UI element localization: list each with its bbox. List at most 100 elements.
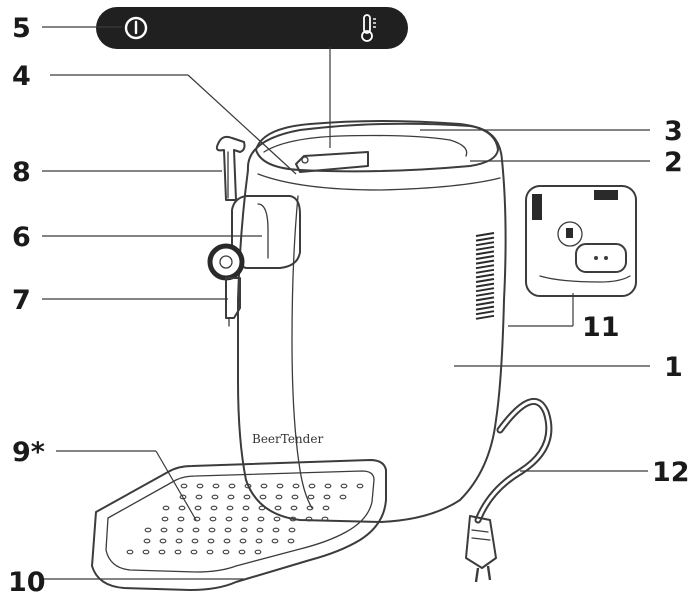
- drip-hole: [276, 495, 282, 499]
- vent-slot: [476, 274, 494, 277]
- drip-hole: [324, 495, 330, 499]
- drip-hole: [159, 550, 165, 554]
- drip-hole: [195, 506, 201, 510]
- vent-slot: [476, 307, 494, 310]
- drip-tray-holes: [127, 484, 363, 554]
- vent-slot: [476, 251, 494, 254]
- drip-hole: [178, 517, 184, 521]
- drip-hole: [192, 539, 198, 543]
- drip-tray: [92, 460, 386, 590]
- drip-hole: [289, 528, 295, 532]
- vent-slot: [476, 288, 494, 291]
- drip-hole: [213, 484, 219, 488]
- callout-10: 10: [8, 567, 46, 598]
- vent-slot: [476, 297, 494, 300]
- drip-hole: [208, 539, 214, 543]
- vent-slot: [476, 238, 494, 241]
- drip-hole: [242, 517, 248, 521]
- callout-8: 8: [12, 157, 31, 188]
- drip-hole: [227, 506, 233, 510]
- callout-3: 3: [664, 116, 683, 147]
- drip-hole: [226, 517, 232, 521]
- drip-hole: [175, 550, 181, 554]
- drip-hole: [161, 528, 167, 532]
- callout-2: 2: [664, 147, 683, 178]
- vent-slot: [476, 233, 494, 236]
- drip-hole: [177, 528, 183, 532]
- drip-hole: [197, 484, 203, 488]
- vent-slot: [476, 311, 494, 314]
- callout-9: 9*: [12, 437, 45, 468]
- drip-hole: [340, 495, 346, 499]
- drip-hole: [212, 495, 218, 499]
- drip-hole: [325, 484, 331, 488]
- drip-hole: [144, 539, 150, 543]
- drip-hole: [225, 528, 231, 532]
- callout-12: 12: [652, 457, 690, 488]
- drip-hole: [179, 506, 185, 510]
- drip-hole: [243, 506, 249, 510]
- drip-hole: [277, 484, 283, 488]
- vent-slot: [476, 279, 494, 282]
- drip-hole: [323, 506, 329, 510]
- callout-4: 4: [12, 61, 31, 92]
- drip-hole: [240, 539, 246, 543]
- drip-hole: [162, 517, 168, 521]
- drip-hole: [207, 550, 213, 554]
- rear-connection-inset: [526, 186, 636, 296]
- drip-hole: [357, 484, 363, 488]
- drip-hole: [308, 495, 314, 499]
- power-plug: [466, 516, 496, 582]
- vent-slot: [476, 270, 494, 273]
- drip-hole: [274, 517, 280, 521]
- drip-hole: [191, 550, 197, 554]
- drip-hole: [241, 528, 247, 532]
- drip-hole: [209, 528, 215, 532]
- drip-hole: [255, 550, 261, 554]
- drip-hole: [291, 506, 297, 510]
- lid-handle: [296, 152, 368, 172]
- drip-hole: [181, 484, 187, 488]
- drip-hole: [309, 484, 315, 488]
- callout-labels: 5 4 3 8 2 6 7 11 1 9* 12 10: [8, 13, 690, 598]
- lid: [256, 121, 498, 172]
- drip-hole: [229, 484, 235, 488]
- callout-1: 1: [664, 352, 683, 383]
- vent-slot: [476, 256, 494, 259]
- callout-6: 6: [12, 222, 31, 253]
- drip-hole: [292, 495, 298, 499]
- callout-5: 5: [12, 13, 31, 44]
- power-cord: [466, 401, 549, 582]
- vent-slot: [476, 247, 494, 250]
- drip-hole: [196, 495, 202, 499]
- callout-11: 11: [582, 312, 620, 343]
- brand-label: BeerTender: [252, 432, 323, 446]
- drip-hole: [258, 517, 264, 521]
- side-vent: [476, 233, 494, 319]
- drip-hole: [145, 528, 151, 532]
- drip-hole: [193, 528, 199, 532]
- control-panel: [96, 7, 408, 49]
- drip-hole: [261, 484, 267, 488]
- drip-hole: [224, 539, 230, 543]
- vent-slot: [476, 316, 494, 319]
- drip-hole: [260, 495, 266, 499]
- drip-hole: [273, 528, 279, 532]
- vent-slot: [476, 242, 494, 245]
- drip-hole: [239, 550, 245, 554]
- drip-hole: [163, 506, 169, 510]
- drip-hole: [341, 484, 347, 488]
- control-panel-inset: [96, 7, 408, 49]
- drip-hole: [228, 495, 234, 499]
- drip-hole: [143, 550, 149, 554]
- drip-hole: [127, 550, 133, 554]
- vent-slot: [476, 265, 494, 268]
- vent-slot: [476, 261, 494, 264]
- drip-hole: [275, 506, 281, 510]
- drip-hole: [293, 484, 299, 488]
- drip-hole: [176, 539, 182, 543]
- drip-hole: [160, 539, 166, 543]
- vent-slot: [476, 302, 494, 305]
- callout-7: 7: [12, 285, 31, 316]
